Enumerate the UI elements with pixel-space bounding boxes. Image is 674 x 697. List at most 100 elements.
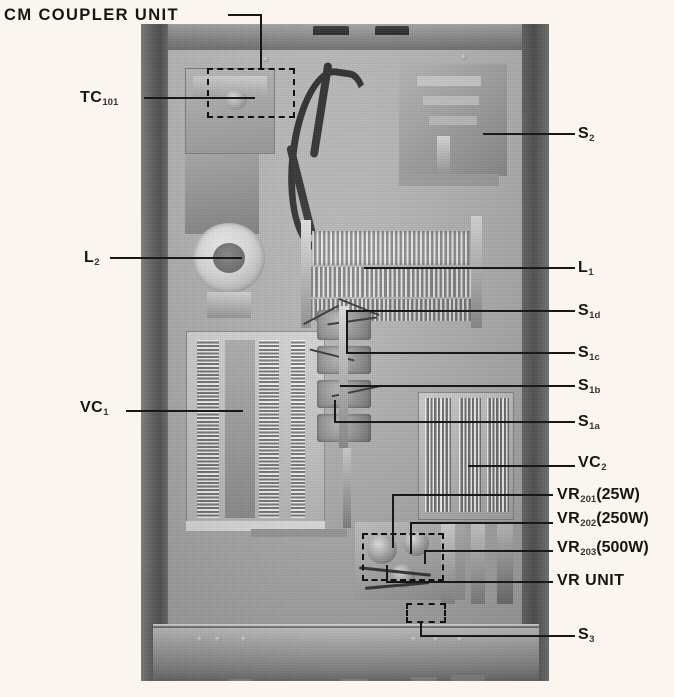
leader-s3-vertical xyxy=(420,621,422,635)
vc2-plate-stack xyxy=(425,398,451,512)
callout-label-l1: L1 xyxy=(578,260,594,278)
front-panel-screw xyxy=(411,636,417,642)
callout-sub-s1d: 1d xyxy=(589,309,601,321)
vc1-plate-stack xyxy=(197,340,219,518)
callout-base-vr202: VR xyxy=(557,510,581,527)
callout-label-s1a: S1a xyxy=(578,413,600,432)
dashed-box-s3 xyxy=(406,603,446,623)
vc2-plate-stack xyxy=(487,398,509,512)
front-shaft-stub xyxy=(229,679,253,681)
callout-sub-l2: 2 xyxy=(94,256,100,268)
front-shaft-stub xyxy=(451,675,485,681)
leader-vr202-vertical xyxy=(410,522,412,554)
front-panel-screw xyxy=(197,636,203,642)
title-leader-vertical xyxy=(260,14,262,68)
callout-sub-vc2: 2 xyxy=(601,461,607,473)
leader-vr-unit-horizontal xyxy=(386,581,553,583)
callout-sub-l1: 1 xyxy=(588,266,594,278)
s2-shaft xyxy=(437,136,450,180)
callout-sub-s3: 3 xyxy=(589,633,595,645)
toroid-mount xyxy=(207,292,251,318)
callout-base-s1d: S xyxy=(578,302,590,319)
leader-s3-horizontal xyxy=(420,635,575,637)
callout-sub-vr203: 203 xyxy=(580,546,597,558)
title-leader-horizontal xyxy=(228,14,262,16)
rear-connector-2 xyxy=(375,26,409,35)
callout-label-vr203: VR203(500W) xyxy=(557,539,649,558)
dashed-box-cm-coupler-unit xyxy=(207,68,295,118)
callout-power-vr201: (25W) xyxy=(596,486,640,503)
figure-title: CM COUPLER UNIT xyxy=(4,6,179,24)
callout-sub-tc101: 101 xyxy=(102,96,119,108)
leader-s1b-horizontal xyxy=(340,385,575,387)
leader-s1d-vertical xyxy=(346,310,348,318)
callout-label-s1b: S1b xyxy=(578,377,601,396)
callout-sub-vr202: 202 xyxy=(580,517,597,529)
coil-l1-turns xyxy=(304,267,476,297)
leader-vc1 xyxy=(126,410,243,412)
vc2-plate-stack xyxy=(459,398,481,512)
callout-sub-s1b: 1b xyxy=(589,384,601,396)
front-shaft-stub xyxy=(411,677,437,681)
callout-label-tc101: TC101 xyxy=(80,90,119,108)
coil-l1-turns xyxy=(312,231,470,265)
leader-vr202-horizontal xyxy=(410,522,553,524)
callout-label-s3: S3 xyxy=(578,627,595,645)
callout-base-s1b: S xyxy=(578,377,590,394)
callout-label-s2: S2 xyxy=(578,125,595,144)
leader-s1d-horizontal xyxy=(346,310,575,312)
callout-sub-s1a: 1a xyxy=(589,420,600,432)
leader-s1a-vertical xyxy=(334,400,336,421)
dashed-box-vr-unit xyxy=(362,533,444,581)
callout-base-vc1: VC xyxy=(80,399,104,416)
standoff-post xyxy=(497,524,513,604)
leader-s2 xyxy=(483,133,575,135)
leader-vc2 xyxy=(468,465,575,467)
callout-sub-vc1: 1 xyxy=(103,406,109,418)
callout-sub-vr201: 201 xyxy=(580,493,597,505)
callout-base-vc2: VC xyxy=(578,454,602,471)
coil-l1-support xyxy=(301,220,311,328)
leader-vr201-horizontal xyxy=(392,494,553,496)
callout-label-vc1: VC1 xyxy=(80,399,109,418)
front-panel-screw xyxy=(241,636,247,642)
leader-tc101 xyxy=(144,97,255,99)
standoff-post xyxy=(471,524,485,604)
chassis-brace xyxy=(251,529,347,537)
callout-label-vr-unit: VR UNIT xyxy=(557,573,625,589)
callout-base-l2: L xyxy=(84,249,95,266)
leader-s1c-horizontal xyxy=(346,352,575,354)
callout-base-s1a: S xyxy=(578,413,590,430)
callout-base-s1c: S xyxy=(578,344,590,361)
leader-vr201-vertical xyxy=(392,494,394,548)
callout-label-s1c: S1c xyxy=(578,344,600,363)
leader-s1a-horizontal xyxy=(334,421,575,423)
s1-shaft xyxy=(339,306,348,448)
vc1-rotor-block xyxy=(225,340,255,518)
trimmer-capacitor-body xyxy=(225,90,247,110)
s2-base xyxy=(399,174,499,186)
front-panel-screw xyxy=(457,636,463,642)
leader-l1 xyxy=(364,267,575,269)
drive-shaft xyxy=(343,448,351,528)
vc1-plate-stack xyxy=(291,340,305,518)
coil-l1-support xyxy=(471,216,482,328)
cm-coupler-top-face xyxy=(193,76,267,98)
vc1-base-rail xyxy=(186,521,325,531)
leader-vr203-horizontal xyxy=(424,550,553,552)
leader-l2 xyxy=(110,257,242,259)
callout-base-vr-unit: VR UNIT xyxy=(557,572,625,589)
s2-contact-strip xyxy=(429,116,477,125)
callout-power-vr203: (500W) xyxy=(596,539,649,556)
callout-power-vr202: (250W) xyxy=(596,510,649,527)
cm-coupler-lower-block xyxy=(185,154,259,234)
vc1-plate-stack xyxy=(259,340,279,518)
callout-base-vr201: VR xyxy=(557,486,581,503)
leader-s1c-vertical xyxy=(346,318,348,352)
callout-base-s2: S xyxy=(578,125,590,142)
callout-label-vr202: VR202(250W) xyxy=(557,510,649,529)
callout-base-vr203: VR xyxy=(557,539,581,556)
callout-label-vc2: VC2 xyxy=(578,454,607,473)
chassis-left-wall xyxy=(141,24,168,681)
